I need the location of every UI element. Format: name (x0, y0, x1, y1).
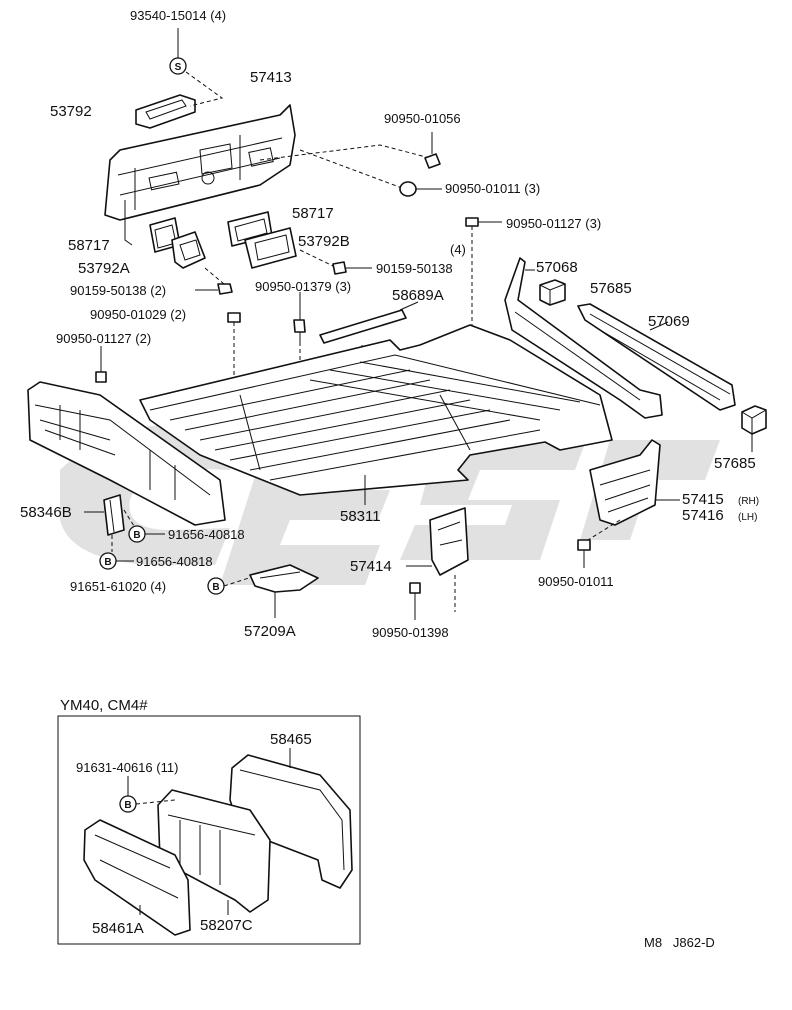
block-57685-top (539, 279, 566, 306)
inset-marker-b: B (119, 776, 176, 813)
label-90950-01398: 90950-01398 (372, 625, 449, 640)
label-58717-left: 58717 (68, 237, 110, 254)
svg-text:B: B (212, 582, 219, 593)
marker-b-1: B (128, 525, 165, 543)
side-panel-left (27, 346, 226, 526)
label-90950-01029: 90950-01029 (2) (90, 307, 186, 322)
bolt-90950-01056 (424, 132, 441, 169)
marker-b-3: B (207, 575, 256, 595)
label-93540-15014: 93540-15014 (4) (130, 8, 226, 23)
bolt-90950-01127-top (465, 217, 502, 330)
bracket-57209a (249, 564, 319, 618)
bolt-90950-01011-lower (577, 539, 591, 568)
label-57413: 57413 (250, 69, 292, 86)
floor-58311 (139, 324, 613, 505)
cover-53792b (244, 227, 297, 269)
svg-text:B: B (124, 800, 131, 811)
cover-53792a (171, 231, 206, 269)
label-57209a: 57209A (244, 623, 296, 640)
label-58311: 58311 (340, 508, 381, 525)
rail-57069 (577, 303, 736, 411)
label-91651-61020: 91651-61020 (4) (70, 579, 166, 594)
label-57068: 57068 (536, 259, 578, 276)
bolt-90950-01011-top (399, 181, 442, 197)
label-57069: 57069 (648, 313, 690, 330)
label-58717-center: 58717 (292, 205, 334, 222)
label-91656-40818-a: 91656-40818 (168, 527, 245, 542)
label-quantity-4: (4) (450, 242, 466, 257)
bolt-90950-01029 (227, 312, 241, 430)
label-58461a: 58461A (92, 920, 144, 937)
inset-panel-58461a (83, 819, 191, 936)
label-58465: 58465 (270, 731, 312, 748)
label-53792b: 53792B (298, 233, 350, 250)
label-91656-40818-b: 91656-40818 (136, 554, 213, 569)
marker-b-2: B (99, 552, 134, 570)
rear-panel-57413 (104, 104, 296, 246)
label-58346b: 58346B (20, 504, 72, 521)
footer-code: M8 J862-D (644, 935, 715, 950)
label-90950-01056: 90950-01056 (384, 111, 461, 126)
inset-title: YM40, CM4# (60, 697, 148, 714)
label-90950-01011-3: 90950-01011 (3) (445, 181, 540, 196)
label-57416: 57416 (682, 507, 724, 524)
label-90159-50138: 90159-50138 (376, 261, 453, 276)
marker-s-text: S (175, 62, 182, 73)
bolt-90950-01398 (409, 582, 421, 620)
seal-53792 (135, 94, 196, 129)
svg-text:B: B (133, 530, 140, 541)
label-91631-40616: 91631-40616 (11) (76, 760, 178, 775)
inset-box (57, 715, 361, 945)
label-57414: 57414 (350, 558, 392, 575)
label-53792: 53792 (50, 103, 92, 120)
label-90950-01127-2: 90950-01127 (2) (56, 331, 151, 346)
bolt-90159-50138-left (195, 267, 233, 295)
rail-57068 (504, 257, 663, 419)
label-53792a: 53792A (78, 260, 130, 277)
label-90950-01127-3: 90950-01127 (3) (506, 216, 601, 231)
bracket-57414 (406, 507, 469, 612)
bolt-90159-50138-right (299, 249, 372, 275)
label-57415-rh: (RH) (738, 496, 759, 507)
bracket-57415-57416 (587, 439, 680, 541)
label-57416-lh: (LH) (738, 512, 757, 523)
label-90950-01011: 90950-01011 (538, 574, 614, 589)
label-57685-right: 57685 (714, 455, 756, 472)
label-58689a: 58689A (392, 287, 444, 304)
label-58207c: 58207C (200, 917, 253, 934)
label-90950-01379: 90950-01379 (3) (255, 279, 351, 294)
svg-text:B: B (104, 557, 111, 568)
block-57685-right (741, 405, 767, 452)
clip-marker-s: S (169, 28, 224, 107)
label-90159-50138-2: 90159-50138 (2) (70, 283, 166, 298)
label-57685-top: 57685 (590, 280, 632, 297)
bracket-58346b (84, 494, 135, 552)
label-57415: 57415 (682, 491, 724, 508)
